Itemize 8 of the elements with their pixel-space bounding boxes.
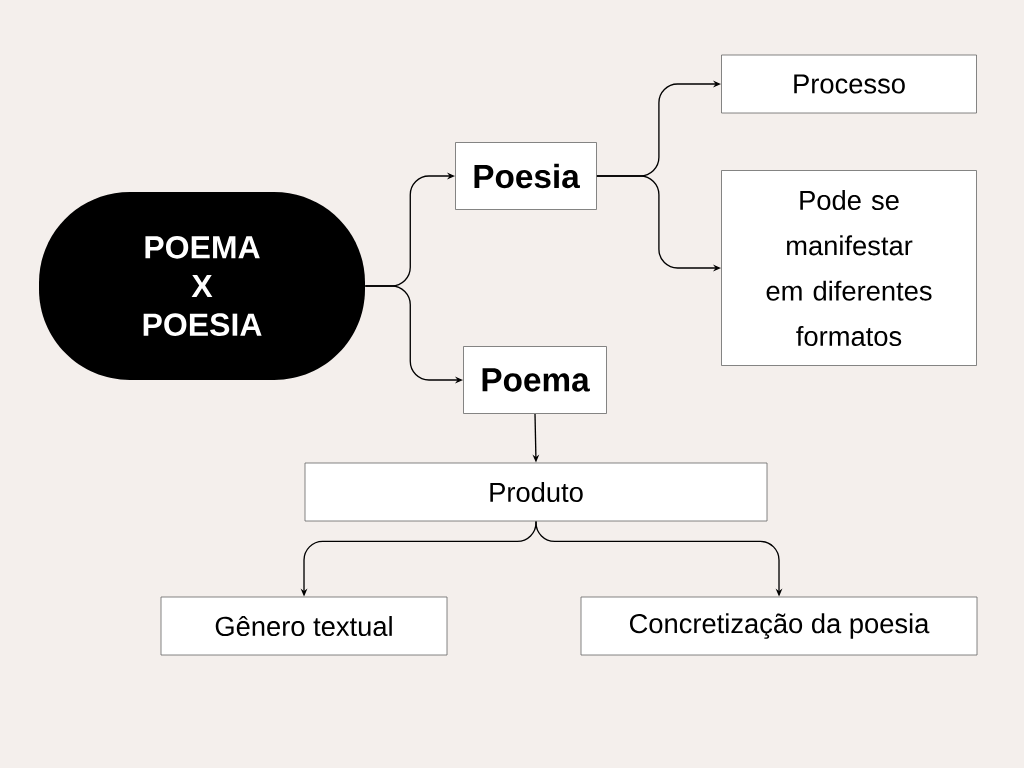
text-box: Produto — [304, 462, 768, 522]
text-box: Gênero textual — [160, 596, 448, 656]
title-pill: POEMA X POESIA — [39, 192, 365, 380]
concept-box: Poema — [463, 346, 607, 414]
concept-box: Poesia — [455, 142, 597, 210]
text-box: Concretização da poesia — [580, 596, 978, 656]
text-box: Processo — [721, 54, 977, 114]
text-box: Pode se manifestar em diferentes formatos — [721, 170, 977, 366]
